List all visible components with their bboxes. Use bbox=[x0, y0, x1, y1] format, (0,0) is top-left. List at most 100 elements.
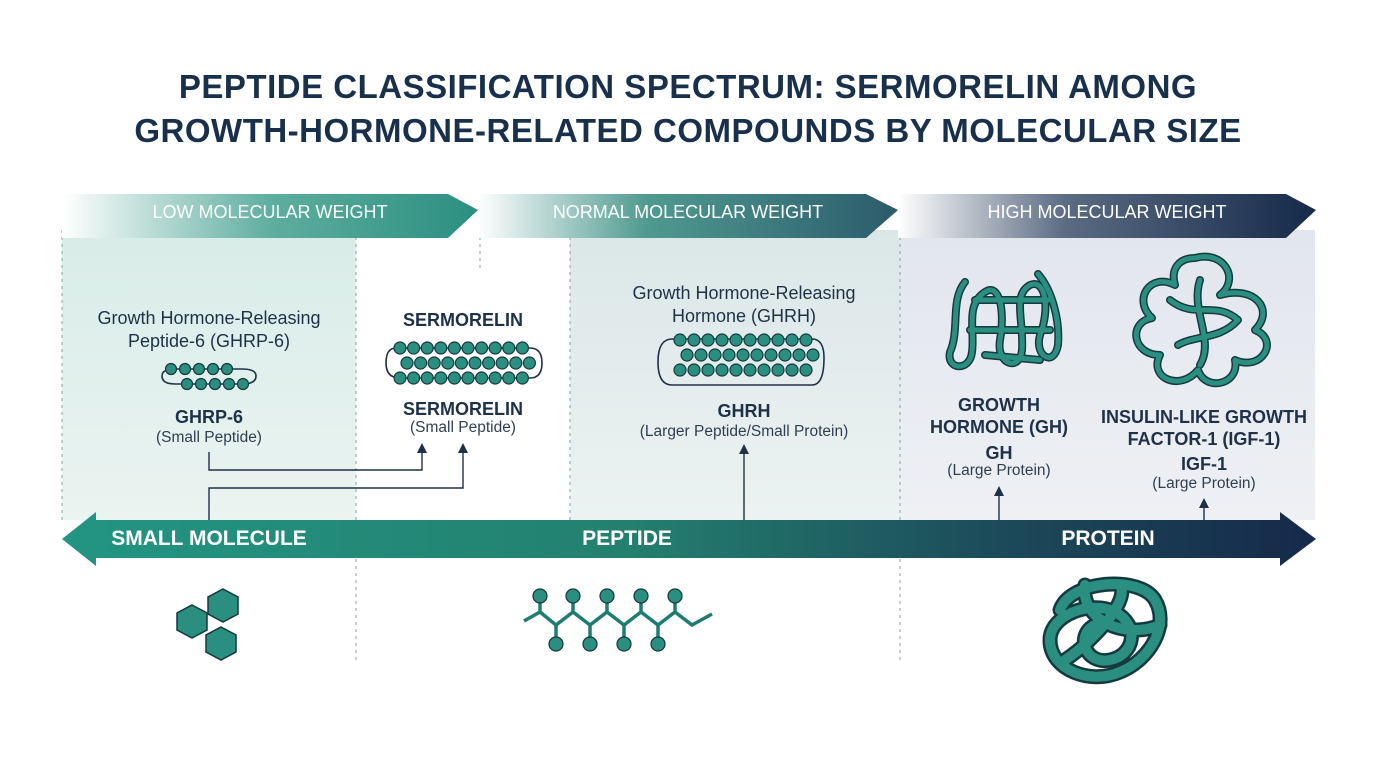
bead bbox=[475, 371, 489, 385]
bead bbox=[400, 356, 414, 370]
normal-weight-label: NORMAL MOLECULAR WEIGHT bbox=[552, 202, 824, 222]
bead bbox=[488, 341, 502, 355]
bead bbox=[495, 356, 509, 370]
bead bbox=[420, 341, 434, 355]
bead bbox=[694, 348, 708, 362]
page-title-line-1: PEPTIDE CLASSIFICATION SPECTRUM: SERMORE… bbox=[178, 68, 1198, 105]
bead bbox=[475, 341, 489, 355]
high-weight-panel bbox=[900, 230, 1315, 520]
bead bbox=[785, 363, 799, 377]
small-molecule-hexagon-icon bbox=[176, 588, 239, 661]
bead bbox=[515, 341, 530, 355]
bead bbox=[799, 333, 813, 347]
bead bbox=[687, 333, 701, 347]
sermorelin-class: (Small Peptide) bbox=[410, 419, 516, 436]
bead bbox=[441, 356, 455, 370]
high-weight-arrow bbox=[898, 194, 1316, 238]
bead bbox=[673, 363, 687, 377]
ghrh-class: (Larger Peptide/Small Protein) bbox=[639, 423, 849, 440]
bead bbox=[522, 356, 537, 370]
gh-class: (Large Protein) bbox=[947, 462, 1051, 479]
bead bbox=[434, 341, 448, 355]
ghrp6-name: Growth Hormone-Releasing Peptide-6 (GHRP… bbox=[97, 308, 321, 351]
ghrh-name: Growth Hormone-Releasing Hormone (GHRH) bbox=[632, 283, 856, 326]
bead bbox=[715, 333, 729, 347]
bead bbox=[743, 363, 757, 377]
bead bbox=[502, 371, 516, 385]
ghrh-chain-icon bbox=[657, 333, 825, 386]
ghrp6-chain-icon bbox=[161, 362, 257, 391]
low-weight-panel bbox=[62, 230, 356, 520]
bead bbox=[750, 348, 764, 362]
connector-arrowheads bbox=[417, 443, 1209, 508]
bead bbox=[509, 356, 523, 370]
bead bbox=[722, 348, 736, 362]
sermorelin-chain-icon bbox=[385, 341, 543, 385]
bead bbox=[729, 363, 743, 377]
igf1-abbr: IGF-1 bbox=[1180, 454, 1227, 474]
bead bbox=[515, 371, 530, 385]
bead bbox=[729, 333, 743, 347]
bead bbox=[785, 333, 799, 347]
bead bbox=[715, 363, 729, 377]
bead bbox=[673, 333, 687, 347]
bead bbox=[482, 356, 496, 370]
low-weight-label: LOW MOLECULAR WEIGHT bbox=[152, 202, 388, 222]
bead bbox=[393, 371, 407, 385]
sermorelin-abbr: SERMORELIN bbox=[402, 399, 523, 419]
high-weight-label: HIGH MOLECULAR WEIGHT bbox=[987, 202, 1227, 222]
gh-abbr: GH bbox=[985, 443, 1013, 463]
bead bbox=[447, 371, 461, 385]
bead bbox=[468, 356, 482, 370]
bead bbox=[743, 333, 757, 347]
bead bbox=[778, 348, 792, 362]
bead bbox=[701, 333, 715, 347]
igf1-name: INSULIN-LIKE GROWTH FACTOR-1 (IGF-1) bbox=[1101, 407, 1307, 449]
gh-name: GROWTH HORMONE (GH) bbox=[930, 395, 1068, 437]
igf1-class: (Large Protein) bbox=[1152, 475, 1256, 492]
bead bbox=[708, 348, 722, 362]
bead bbox=[407, 341, 421, 355]
dashed-dividers bbox=[61, 230, 901, 660]
bead bbox=[407, 371, 421, 385]
bead bbox=[427, 356, 441, 370]
bead bbox=[736, 348, 750, 362]
bead bbox=[764, 348, 778, 362]
bead bbox=[757, 333, 771, 347]
growth-hormone-fold-icon bbox=[945, 270, 1063, 371]
axis-peptide-label: PEPTIDE bbox=[582, 527, 672, 550]
bead bbox=[757, 363, 771, 377]
bead bbox=[701, 363, 715, 377]
igf1-fold-icon bbox=[1132, 252, 1271, 388]
bead bbox=[420, 371, 434, 385]
bead bbox=[771, 333, 785, 347]
bead bbox=[687, 363, 701, 377]
ghrh-abbr: GHRH bbox=[717, 401, 771, 421]
page-title-line-2: GROWTH-HORMONE-RELATED COMPOUNDS BY MOLE… bbox=[134, 112, 1242, 149]
bead bbox=[680, 348, 694, 362]
bead bbox=[393, 341, 407, 355]
ghrp6-abbr: GHRP-6 bbox=[174, 407, 243, 427]
peptide-chain-icon bbox=[523, 588, 713, 652]
bead bbox=[771, 363, 785, 377]
axis-small-molecule-label: SMALL MOLECULE bbox=[111, 527, 307, 550]
bead bbox=[461, 341, 475, 355]
bead bbox=[806, 348, 820, 362]
bead bbox=[447, 341, 461, 355]
size-axis-arrow bbox=[62, 512, 1316, 566]
bead bbox=[502, 341, 516, 355]
sermorelin-name: SERMORELIN bbox=[402, 310, 523, 330]
bead bbox=[799, 363, 813, 377]
bead bbox=[414, 356, 428, 370]
bead bbox=[454, 356, 468, 370]
axis-protein-label: PROTEIN bbox=[1061, 527, 1155, 550]
bead bbox=[792, 348, 806, 362]
ghrp6-class: (Small Peptide) bbox=[156, 429, 262, 446]
bead bbox=[434, 371, 448, 385]
bead bbox=[461, 371, 475, 385]
normal-weight-arrow bbox=[478, 194, 898, 238]
bead bbox=[488, 371, 502, 385]
protein-fold-icon bbox=[1042, 576, 1168, 685]
low-weight-arrow bbox=[62, 194, 478, 238]
